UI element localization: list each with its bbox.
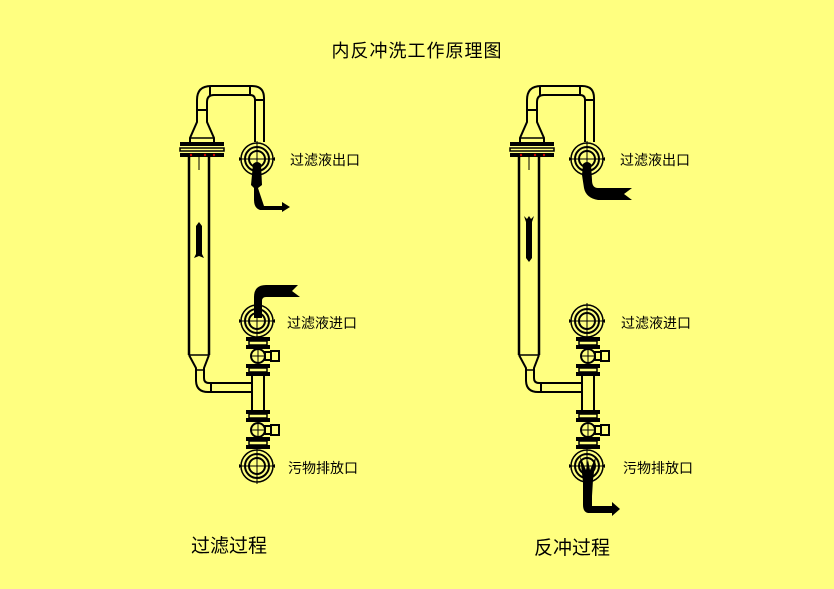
caption-backwash-process: 反冲过程: [534, 537, 611, 559]
diagram-title: 内反冲洗工作原理图: [331, 41, 503, 62]
filter-housing-right: [509, 85, 632, 516]
flow-arrow-up-icon: [194, 222, 204, 258]
drain-flow-arrow-icon: [580, 456, 620, 516]
inlet-port: [568, 302, 606, 340]
drain-port: [238, 447, 276, 485]
inlet-label-left: 过滤液进口: [287, 316, 357, 332]
inlet-flow-arrow-icon: [254, 285, 300, 318]
outlet-label-right: 过滤液出口: [620, 153, 690, 169]
flow-arrow-down-icon: [524, 216, 534, 262]
drain-label-right: 污物排放口: [623, 461, 693, 477]
filter-housing-left: [179, 85, 300, 485]
inlet-label-right: 过滤液进口: [621, 316, 691, 332]
outlet-backwash-arrow-icon: [582, 162, 632, 200]
caption-filter-process: 过滤过程: [191, 535, 268, 557]
drain-label-left: 污物排放口: [288, 461, 358, 477]
outlet-label-left: 过滤液出口: [290, 153, 360, 169]
outlet-flow-arrow-icon: [251, 162, 290, 212]
